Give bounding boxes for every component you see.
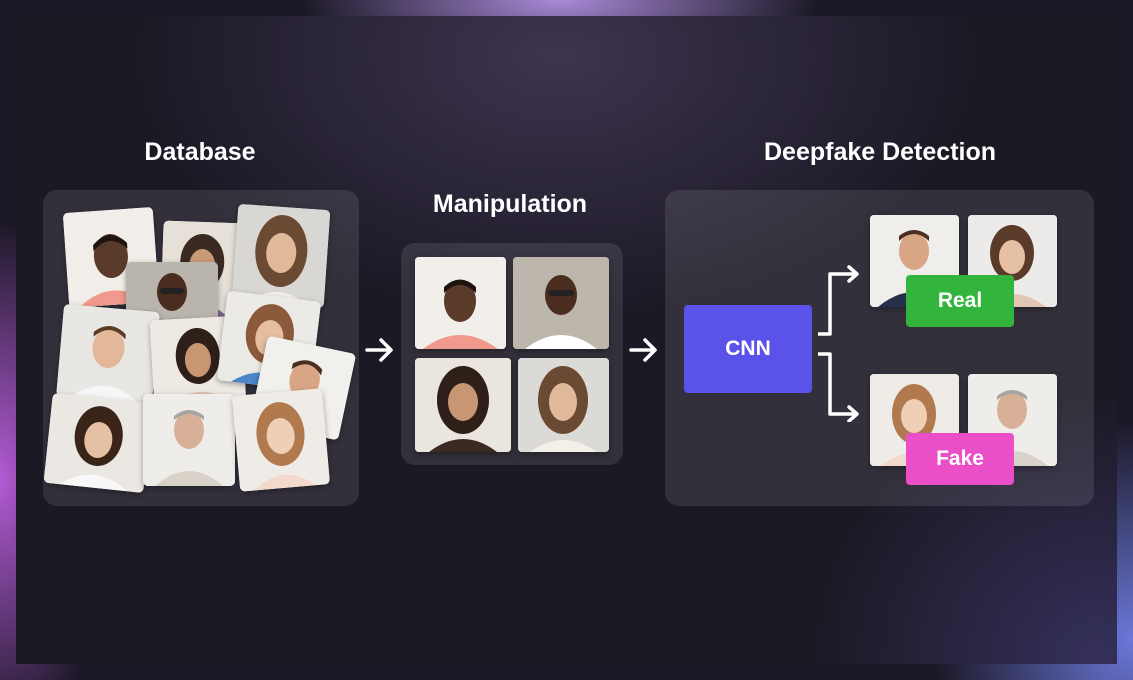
portrait-photo [56, 303, 160, 405]
cnn-block: CNN [684, 305, 812, 393]
detection-heading: Deepfake Detection [763, 138, 997, 166]
portrait-photo [143, 394, 235, 486]
database-heading: Database [144, 138, 256, 166]
real-label: Real [906, 275, 1014, 327]
fake-label: Fake [906, 433, 1014, 485]
portrait-photo [231, 203, 331, 309]
portrait-photo [415, 358, 511, 452]
portrait-photo [415, 257, 506, 349]
portrait-photo [231, 388, 331, 492]
arrow-right-icon [629, 338, 657, 362]
branch-arrow-icon [818, 265, 859, 422]
arrow-right-icon [365, 338, 393, 362]
portrait-photo [513, 257, 609, 349]
portrait-photo [518, 358, 609, 452]
manipulation-heading: Manipulation [432, 190, 588, 218]
portrait-photo [43, 393, 153, 493]
